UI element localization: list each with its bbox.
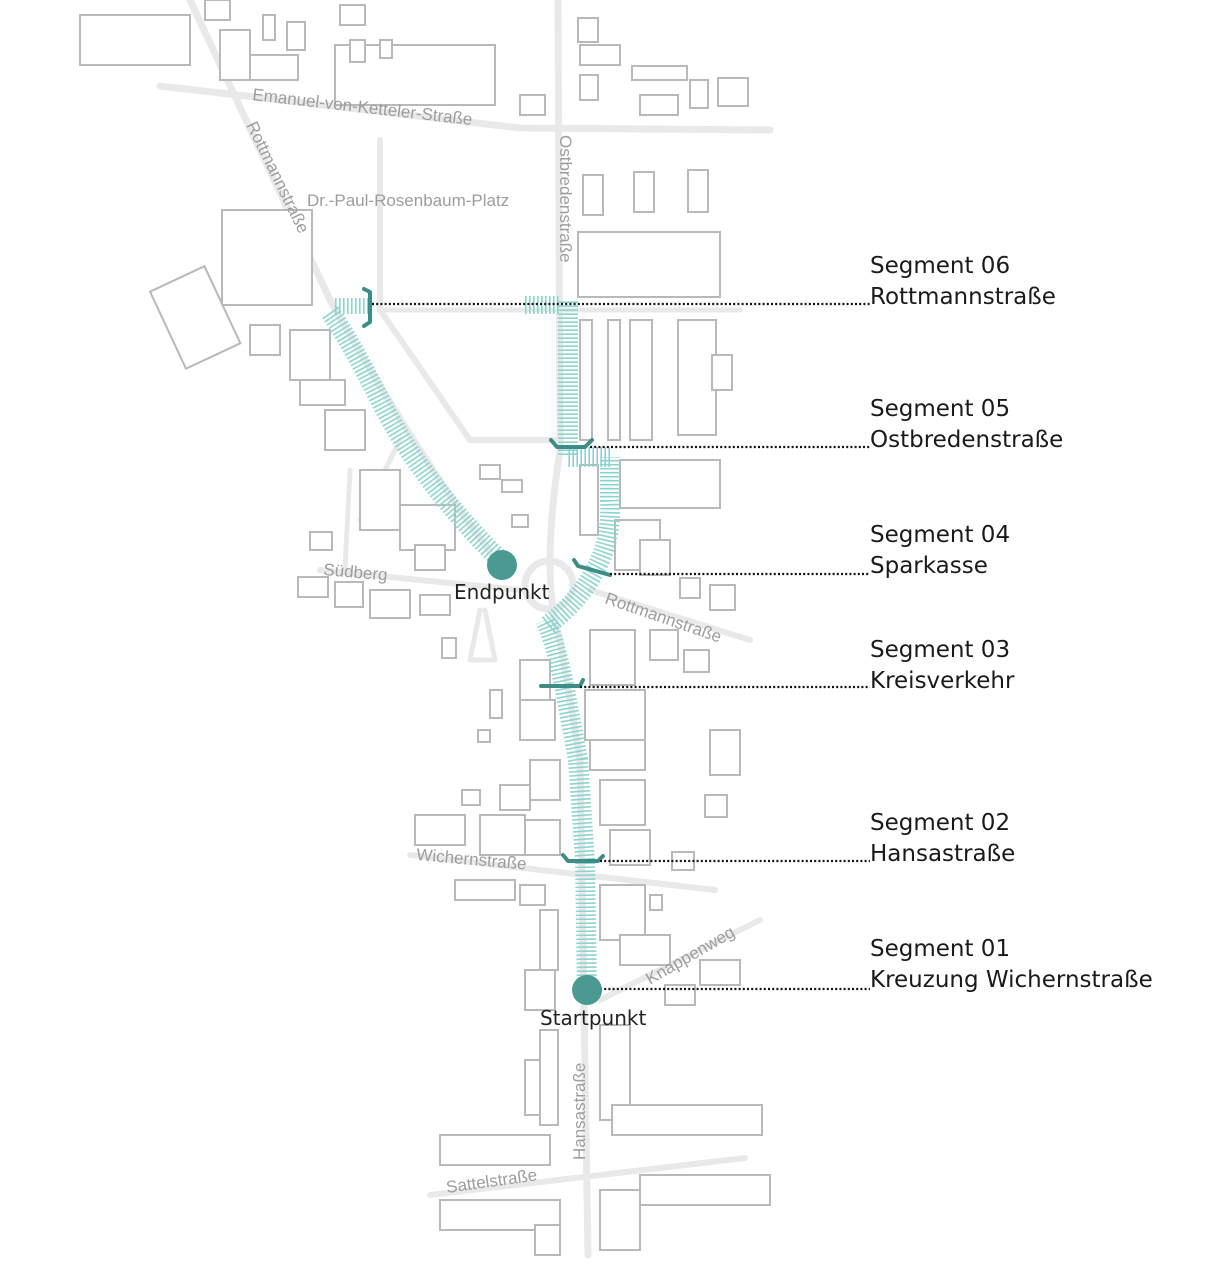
endpoint-marker [487, 550, 517, 580]
buildings [79, 0, 771, 1256]
segment-04-number: Segment 04 [870, 522, 1010, 548]
segment-markers [362, 287, 612, 863]
segment-02-number: Segment 02 [870, 810, 1010, 836]
street-label-suedberg: Südberg [323, 560, 389, 585]
segment-05-number: Segment 05 [870, 396, 1010, 422]
startpoint-label: Startpunkt [540, 1006, 646, 1030]
leader-lines [372, 302, 870, 991]
startpoint-marker [572, 975, 602, 1005]
street-label-platz: Dr.-Paul-Rosenbaum-Platz [307, 191, 509, 210]
segment-labels: Segment 06 Rottmannstraße Segment 05 Ost… [870, 253, 1153, 993]
endpoint-label: Endpunkt [454, 580, 550, 604]
segment-01-number: Segment 01 [870, 936, 1010, 962]
segment-05-marker [549, 438, 594, 449]
segment-02-marker [561, 853, 605, 863]
segment-03-number: Segment 03 [870, 637, 1010, 663]
street-label-ostbreden: Ostbredenstraße [556, 135, 575, 263]
segment-01-name: Kreuzung Wichernstraße [870, 967, 1153, 993]
segment-03-name: Kreisverkehr [870, 668, 1015, 694]
street-label-hansa: Hansastraße [570, 1063, 589, 1160]
segment-06-name: Rottmannstraße [870, 284, 1056, 310]
segment-06-marker [362, 287, 372, 328]
street-label-sattel: Sattelstraße [445, 1165, 538, 1197]
segment-05-name: Ostbredenstraße [870, 427, 1063, 453]
segment-04-marker [572, 558, 612, 577]
segment-02-name: Hansastraße [870, 841, 1015, 867]
segment-04-name: Sparkasse [870, 553, 988, 579]
segment-06-number: Segment 06 [870, 253, 1010, 279]
